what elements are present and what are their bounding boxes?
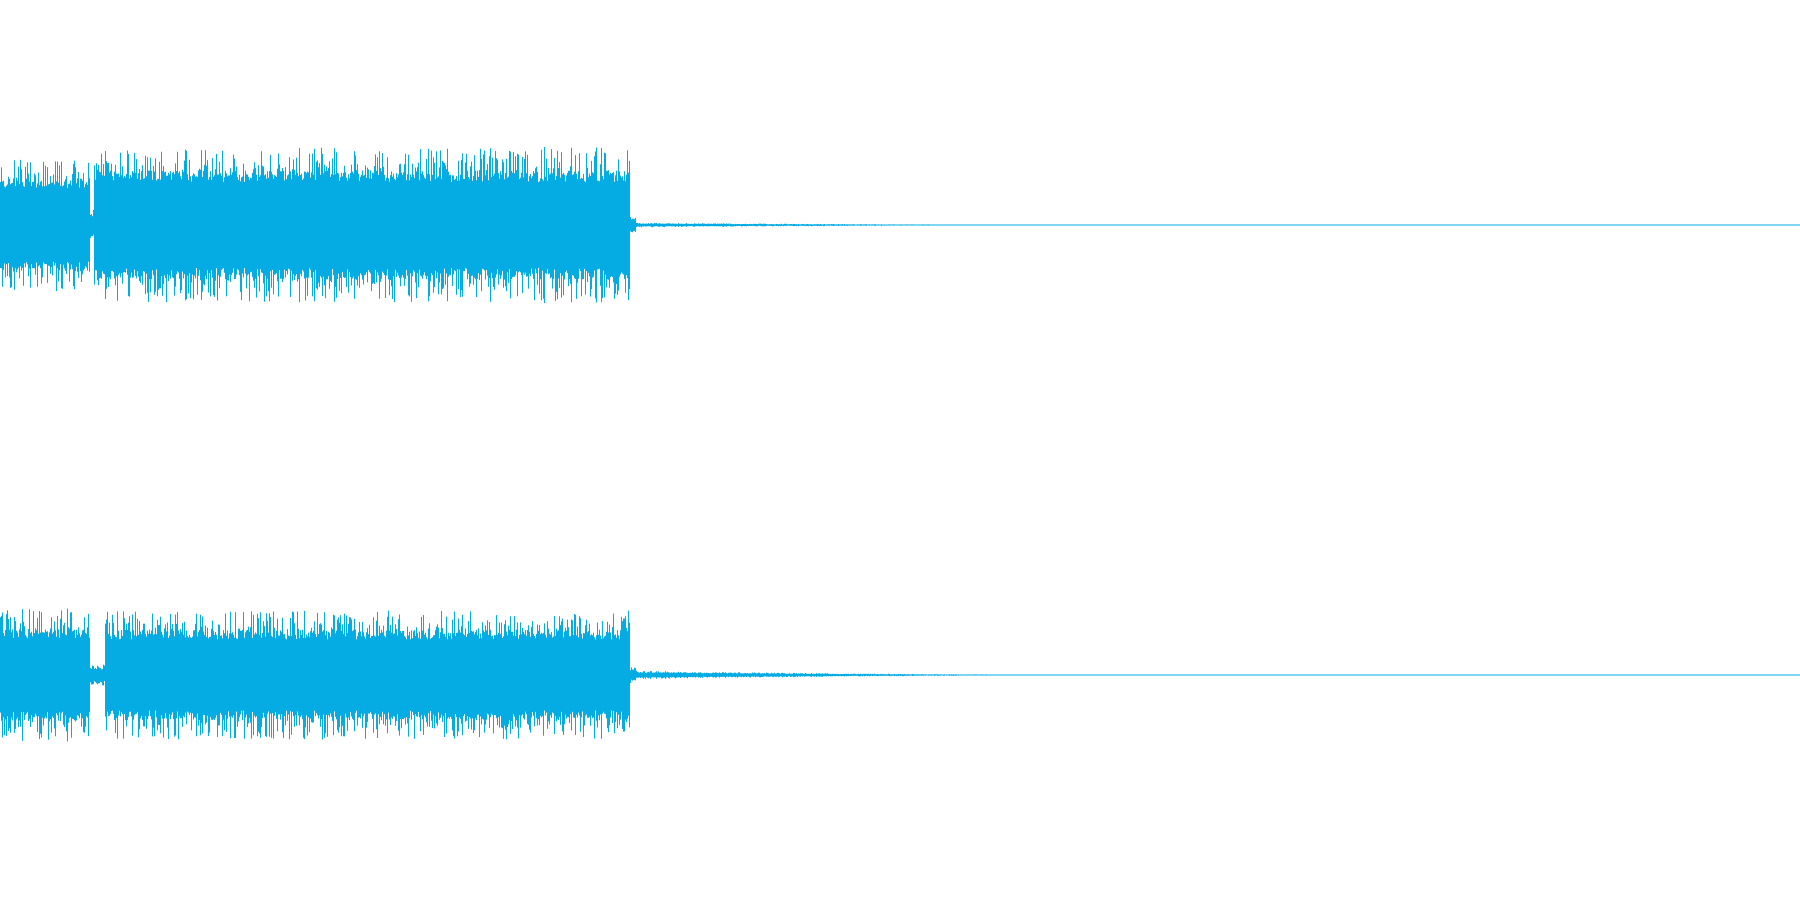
waveform-right-svg bbox=[0, 608, 1800, 742]
waveform-right-path bbox=[0, 608, 1142, 742]
channel-right-waveform bbox=[0, 450, 1800, 900]
waveform-left-svg bbox=[0, 147, 1800, 303]
waveform-left-path bbox=[0, 147, 1143, 303]
channel-left-waveform bbox=[0, 147, 1800, 303]
